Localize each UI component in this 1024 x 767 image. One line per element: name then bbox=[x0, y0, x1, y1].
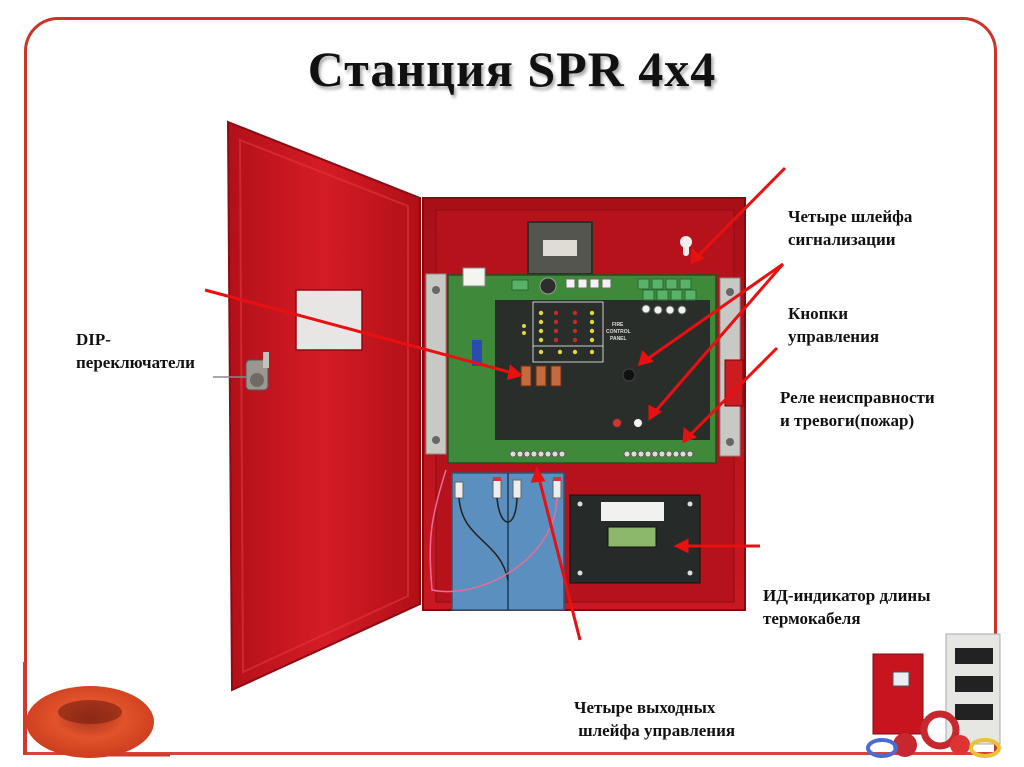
panel-text-panel: PANEL bbox=[610, 336, 627, 342]
transformer bbox=[527, 221, 593, 275]
cabinet-door bbox=[213, 120, 421, 692]
white-button bbox=[633, 418, 643, 428]
door-label-plate bbox=[295, 289, 363, 351]
lock-icon bbox=[245, 352, 269, 391]
lcd-display bbox=[607, 526, 657, 548]
slide-title: Станция SPR 4x4 bbox=[307, 41, 717, 97]
meter-knob bbox=[622, 368, 636, 382]
control-board: FIRE CONTROL PANEL bbox=[447, 267, 717, 464]
annotation-arrows bbox=[204, 166, 787, 641]
power-connector bbox=[462, 267, 486, 287]
thermo-cable-coil-image bbox=[23, 662, 170, 758]
panel-text-fire: FIRE bbox=[612, 322, 624, 328]
batteries bbox=[429, 469, 565, 611]
label-dip-switches: DIP-переключатели bbox=[76, 330, 195, 372]
slide-frame bbox=[24, 17, 997, 755]
label-output-loops: Четыре выходных шлейфа управления bbox=[574, 698, 736, 740]
red-button bbox=[612, 418, 622, 428]
capacitor bbox=[472, 340, 482, 366]
panel-text-control: CONTROL bbox=[606, 329, 631, 335]
length-indicator-device bbox=[569, 494, 701, 584]
product-collage-image bbox=[866, 633, 1001, 758]
